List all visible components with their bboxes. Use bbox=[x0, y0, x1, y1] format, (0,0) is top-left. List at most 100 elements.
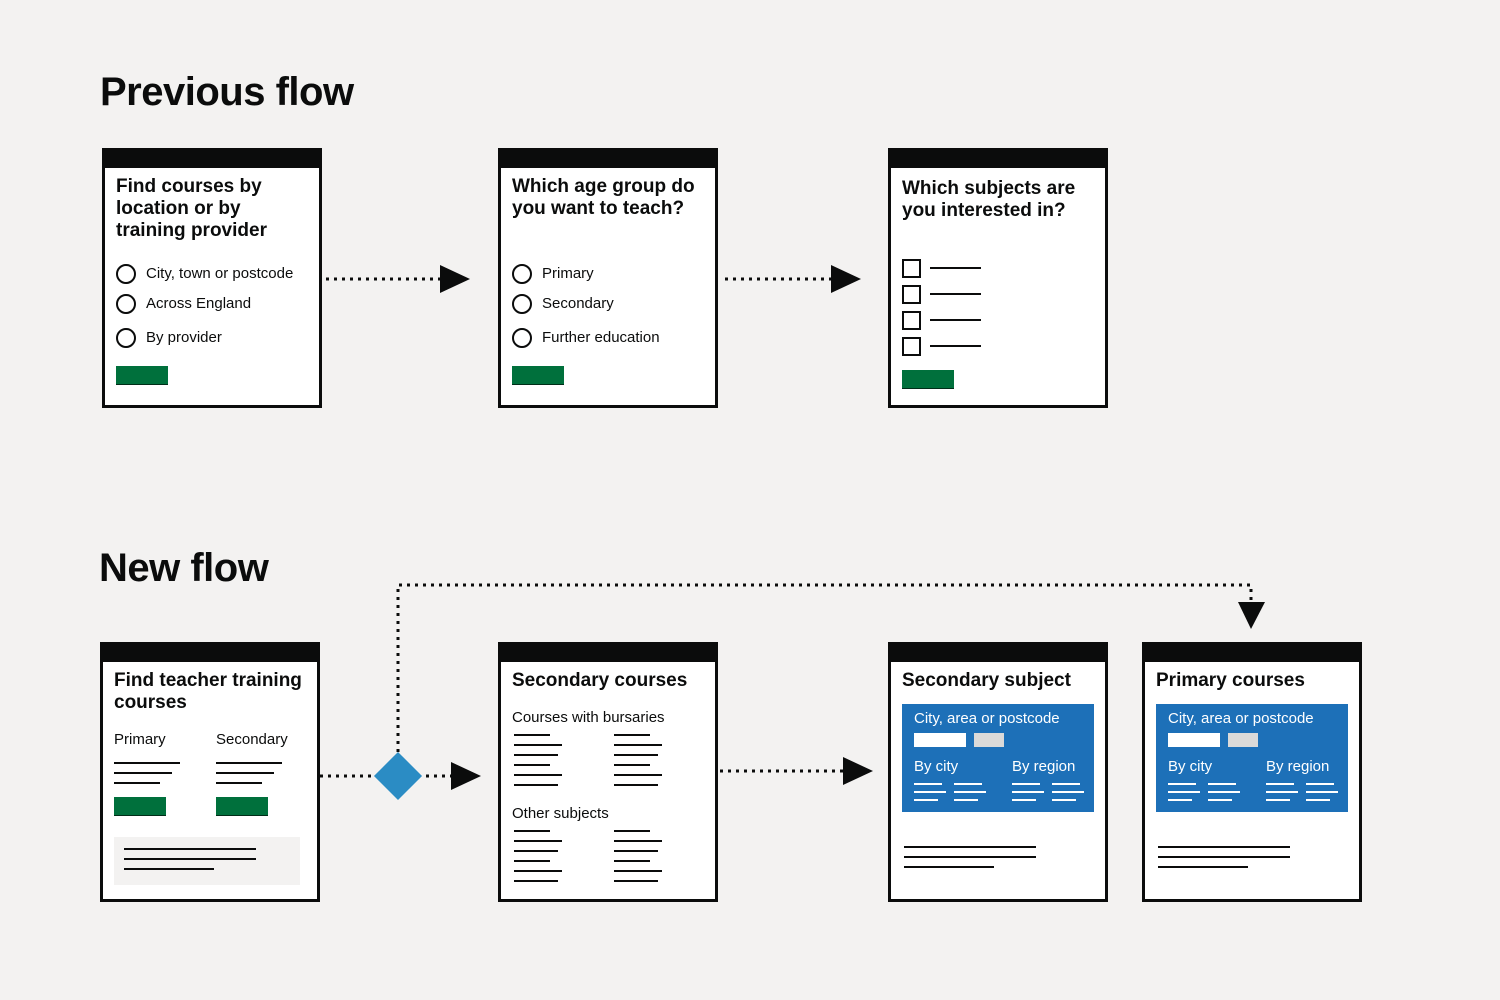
new-arrow-primary bbox=[396, 583, 1253, 752]
text-line bbox=[514, 830, 550, 832]
text-line bbox=[114, 772, 172, 774]
text-line bbox=[614, 830, 650, 832]
text-line bbox=[514, 734, 550, 736]
radio-button[interactable] bbox=[116, 264, 136, 284]
text-line bbox=[954, 799, 978, 801]
text-line bbox=[904, 856, 1036, 858]
primary-button[interactable] bbox=[114, 797, 166, 816]
radio-label: City, town or postcode bbox=[146, 265, 294, 282]
text-line bbox=[614, 860, 650, 862]
checkbox-label-placeholder bbox=[930, 267, 981, 269]
text-line bbox=[904, 846, 1036, 848]
radio-button[interactable] bbox=[116, 328, 136, 348]
by-region-label: By region bbox=[1012, 758, 1076, 775]
text-line bbox=[1012, 791, 1044, 793]
text-line bbox=[216, 782, 262, 784]
checkbox[interactable] bbox=[902, 285, 921, 304]
text-line bbox=[1208, 791, 1240, 793]
card-title: Secondary courses bbox=[512, 670, 688, 691]
radio-label: Secondary bbox=[542, 295, 614, 312]
location-label: City, area or postcode bbox=[1168, 710, 1314, 727]
radio-label: Further education bbox=[542, 329, 660, 346]
text-line bbox=[216, 772, 274, 774]
text-line bbox=[914, 799, 938, 801]
location-input[interactable] bbox=[914, 733, 966, 747]
location-search-panel: City, area or postcode By city By region bbox=[1156, 704, 1348, 812]
text-line bbox=[914, 791, 946, 793]
new-card-secondary-subject: Secondary subject City, area or postcode… bbox=[888, 642, 1108, 902]
text-line bbox=[614, 764, 650, 766]
prev-card-location: Find courses by location or by training … bbox=[102, 148, 322, 408]
text-line bbox=[614, 850, 658, 852]
primary-arrowhead bbox=[1238, 602, 1265, 629]
text-line bbox=[1266, 799, 1290, 801]
search-button[interactable] bbox=[974, 733, 1004, 747]
previous-flow-heading: Previous flow bbox=[100, 70, 354, 114]
other-subjects-label: Other subjects bbox=[512, 805, 609, 822]
new-card-primary-courses: Primary courses City, area or postcode B… bbox=[1142, 642, 1362, 902]
text-line bbox=[1306, 791, 1338, 793]
text-line bbox=[514, 744, 562, 746]
prev-card-subjects: Which subjects are you interested in? bbox=[888, 148, 1108, 408]
text-line bbox=[514, 880, 558, 882]
text-line bbox=[614, 840, 662, 842]
card-title: Which age group do you want to teach? bbox=[512, 176, 695, 219]
card-title: Primary courses bbox=[1156, 670, 1305, 691]
location-input[interactable] bbox=[1168, 733, 1220, 747]
text-line bbox=[514, 764, 550, 766]
text-line bbox=[514, 870, 562, 872]
text-line bbox=[1306, 783, 1334, 785]
radio-button[interactable] bbox=[512, 294, 532, 314]
location-search-panel: City, area or postcode By city By region bbox=[902, 704, 1094, 812]
continue-button[interactable] bbox=[902, 370, 954, 389]
text-line bbox=[1266, 783, 1294, 785]
radio-label: Primary bbox=[542, 265, 594, 282]
text-line bbox=[614, 734, 650, 736]
text-line bbox=[514, 754, 558, 756]
new-card-secondary-courses: Secondary courses Courses with bursaries… bbox=[498, 642, 718, 902]
text-line bbox=[914, 783, 942, 785]
text-line bbox=[514, 860, 550, 862]
continue-button[interactable] bbox=[512, 366, 564, 385]
text-line bbox=[614, 744, 662, 746]
text-line bbox=[114, 762, 180, 764]
radio-button[interactable] bbox=[116, 294, 136, 314]
checkbox[interactable] bbox=[902, 337, 921, 356]
secondary-button[interactable] bbox=[216, 797, 268, 816]
search-button[interactable] bbox=[1228, 733, 1258, 747]
text-line bbox=[1168, 799, 1192, 801]
text-line bbox=[1158, 846, 1290, 848]
text-line bbox=[514, 840, 562, 842]
radio-button[interactable] bbox=[512, 328, 532, 348]
text-line bbox=[1266, 791, 1298, 793]
text-line bbox=[1012, 799, 1036, 801]
checkbox[interactable] bbox=[902, 259, 921, 278]
prev-card-age-group: Which age group do you want to teach? Pr… bbox=[498, 148, 718, 408]
text-line bbox=[1012, 783, 1040, 785]
text-line bbox=[124, 848, 256, 850]
info-inset bbox=[114, 837, 300, 885]
checkbox[interactable] bbox=[902, 311, 921, 330]
text-line bbox=[904, 866, 994, 868]
continue-button[interactable] bbox=[116, 366, 168, 385]
radio-button[interactable] bbox=[512, 264, 532, 284]
text-line bbox=[954, 783, 982, 785]
text-line bbox=[124, 858, 256, 860]
text-line bbox=[1158, 866, 1248, 868]
bursaries-section-label: Courses with bursaries bbox=[512, 709, 665, 726]
text-line bbox=[1168, 791, 1200, 793]
secondary-column-label: Secondary bbox=[216, 731, 288, 748]
text-line bbox=[124, 868, 214, 870]
primary-column-label: Primary bbox=[114, 731, 166, 748]
by-city-label: By city bbox=[1168, 758, 1213, 775]
text-line bbox=[1306, 799, 1330, 801]
text-line bbox=[514, 774, 562, 776]
text-line bbox=[1052, 791, 1084, 793]
new-flow-heading: New flow bbox=[99, 546, 269, 590]
card-title: Find teacher training courses bbox=[114, 670, 302, 713]
checkbox-label-placeholder bbox=[930, 345, 981, 347]
text-line bbox=[216, 762, 282, 764]
text-line bbox=[514, 850, 558, 852]
checkbox-label-placeholder bbox=[930, 319, 981, 321]
